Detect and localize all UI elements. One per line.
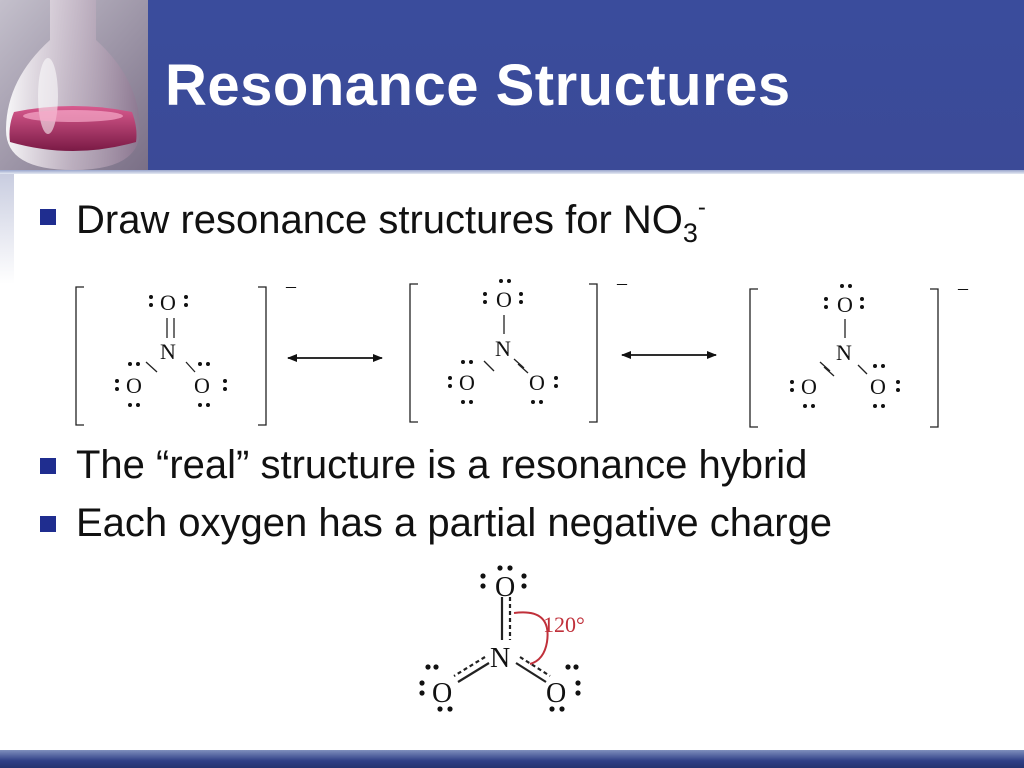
- atom-nitrogen: N: [160, 339, 176, 364]
- atom-oxygen-right: O: [194, 373, 210, 398]
- atom-oxygen-left: O: [801, 374, 817, 399]
- atom-nitrogen: N: [495, 336, 511, 361]
- atom-oxygen-right: O: [546, 678, 566, 709]
- bullet-partial-charge: Each oxygen has a partial negative charg…: [40, 501, 832, 546]
- right-bracket: [589, 283, 598, 423]
- lone-pair-dots: [419, 565, 581, 712]
- atom-oxygen-top: O: [160, 290, 176, 315]
- left-bracket: [409, 283, 418, 423]
- lone-pair-dots: [448, 279, 558, 404]
- flask-image: [0, 0, 148, 170]
- bullet-square-icon: [40, 458, 56, 474]
- atom-oxygen-left: O: [432, 678, 452, 709]
- ion-charge: –: [616, 272, 628, 294]
- resonance-structure-2: [409, 283, 598, 423]
- atom-nitrogen: N: [836, 340, 852, 365]
- bullet-square-icon: [40, 209, 56, 225]
- atom-oxygen-left: O: [459, 370, 475, 395]
- footer-bar: [0, 750, 1024, 768]
- bullet-text: Each oxygen has a partial negative charg…: [76, 501, 833, 545]
- bullet-resonance-hybrid: The “real” structure is a resonance hybr…: [40, 443, 807, 488]
- resonance-structure-3: [749, 288, 939, 428]
- lone-pair-dots: [115, 295, 227, 407]
- atom-oxygen-right: O: [529, 370, 545, 395]
- bullet-square-icon: [40, 516, 56, 532]
- slide-title: Resonance Structures: [165, 53, 791, 118]
- side-decoration: [0, 174, 14, 284]
- atom-oxygen-top: O: [495, 572, 515, 603]
- bond-angle-label: 120°: [543, 612, 585, 637]
- left-bracket: [75, 286, 84, 426]
- atom-oxygen-top: O: [837, 292, 853, 317]
- resonance-structure-1: [75, 286, 267, 426]
- ion-charge: –: [285, 275, 297, 297]
- bullet-draw-resonance: Draw resonance structures for NO3-: [40, 194, 706, 249]
- ion-charge: –: [957, 277, 969, 299]
- bullet-text: Draw resonance structures for NO3-: [76, 194, 706, 248]
- left-bracket: [749, 288, 758, 428]
- atom-oxygen-top: O: [496, 287, 512, 312]
- lone-pair-dots: [790, 284, 900, 408]
- right-bracket: [258, 286, 267, 426]
- title-divider: [0, 170, 1024, 174]
- atom-oxygen-left: O: [126, 373, 142, 398]
- right-bracket: [930, 288, 939, 428]
- bullet-text: The “real” structure is a resonance hybr…: [76, 443, 808, 487]
- atom-oxygen-right: O: [870, 374, 886, 399]
- atom-nitrogen: N: [490, 643, 510, 674]
- title-banner: [0, 0, 1024, 170]
- bond-angle-arc: [513, 611, 549, 665]
